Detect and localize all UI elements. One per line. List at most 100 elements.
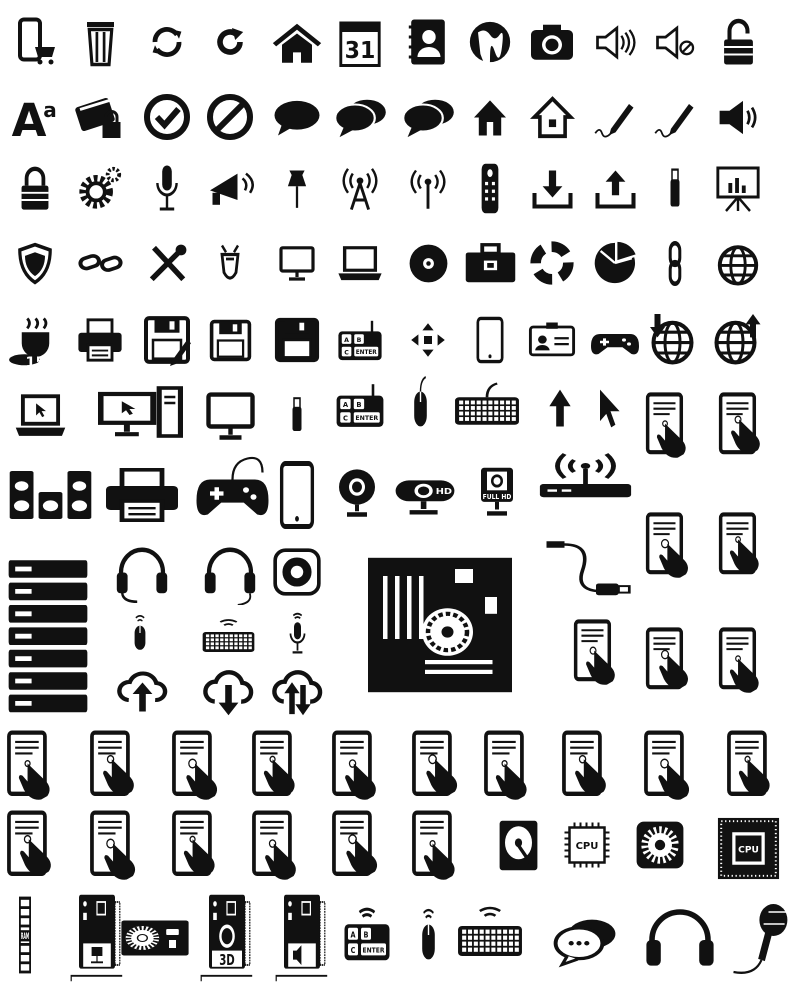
speakers-icon xyxy=(8,465,93,525)
calendar-icon: 31 xyxy=(336,17,384,67)
mouse-icon xyxy=(403,373,438,431)
trash-icon xyxy=(78,17,123,67)
label-key_c: C xyxy=(343,415,348,423)
label-key_b: B xyxy=(364,930,369,940)
block-icon xyxy=(205,92,255,142)
label-key_c: C xyxy=(344,349,349,356)
touch-gestures-icon xyxy=(249,809,311,881)
touch-gestures-icon xyxy=(249,729,311,801)
cloud-download-icon xyxy=(201,663,256,718)
antenna-tower-icon xyxy=(336,164,384,212)
label-font_small: a xyxy=(43,98,57,122)
speech-bubbles-icon xyxy=(333,93,388,141)
tablet-icon xyxy=(471,316,509,364)
graphics-card-icon: 3D xyxy=(200,893,260,983)
webcam-icon xyxy=(332,465,382,520)
label-key_enter: ENTER xyxy=(356,350,378,356)
printer-icon xyxy=(76,316,124,364)
megaphone-icon xyxy=(205,164,255,212)
label-coffee_number: 15 xyxy=(25,354,45,367)
floppy-icon xyxy=(208,318,253,363)
label-key_enter: ENTER xyxy=(355,415,378,422)
touch-gestures-icon xyxy=(716,626,774,694)
id-card-icon xyxy=(528,318,576,363)
touch-gestures-icon xyxy=(643,626,701,694)
label-cpu: CPU xyxy=(738,845,759,855)
cloud-upload-icon xyxy=(115,665,170,715)
touch-gestures-icon xyxy=(329,729,391,801)
touch-gestures-icon xyxy=(559,729,621,801)
tablet-large-icon xyxy=(273,460,321,530)
loudspeaker-icon xyxy=(271,546,323,598)
globe-download-icon xyxy=(650,314,700,366)
laptop-icon xyxy=(336,241,384,286)
shield-icon xyxy=(15,241,55,286)
touch-tap-icon xyxy=(643,391,701,459)
headphones-icon xyxy=(200,540,260,605)
keyboard-wireless-icon xyxy=(201,618,256,658)
pie-chart-icon xyxy=(591,239,639,287)
label-webcam_hd: HD xyxy=(436,488,452,497)
toolbox-icon xyxy=(463,239,518,287)
lock-icon xyxy=(14,164,56,212)
volume-icon xyxy=(593,20,638,65)
microphone-large-icon xyxy=(730,900,800,980)
cpu-chip-icon: CPU xyxy=(716,816,781,881)
ram-icon: RAM xyxy=(10,895,40,975)
touch-gestures-icon xyxy=(481,729,543,801)
pen-icon xyxy=(653,95,698,140)
chat-icon xyxy=(553,913,618,968)
power-supply-icon xyxy=(120,913,190,963)
gamepad-icon xyxy=(590,320,640,360)
refresh-icon xyxy=(210,22,250,62)
lifebuoy-icon xyxy=(528,239,576,287)
label-key_enter: ENTER xyxy=(363,946,385,955)
house-outline-icon xyxy=(529,93,575,141)
touch-gestures-icon xyxy=(716,511,774,579)
monitor-pc-icon xyxy=(203,388,258,443)
touch-gestures-icon xyxy=(571,618,629,686)
cpu-icon: CPU xyxy=(562,820,612,870)
keyboard-icon xyxy=(453,378,521,433)
globe-icon xyxy=(466,18,514,66)
usb-drive-icon xyxy=(660,166,690,211)
laptop-cursor-icon xyxy=(13,388,68,443)
headset-icon xyxy=(112,540,172,605)
dpad-icon xyxy=(408,320,448,360)
motherboard-icon xyxy=(365,555,515,695)
gears-icon xyxy=(76,164,124,212)
bug-icon xyxy=(210,241,250,286)
label-webcam_full_hd: FULL HD xyxy=(483,493,512,500)
label-cpu: CPU xyxy=(576,841,599,852)
microphone-wireless-icon xyxy=(280,611,315,656)
touch-gestures-icon xyxy=(409,809,471,881)
webcam-hd-icon: HD xyxy=(390,465,460,520)
router-icon xyxy=(538,448,633,508)
pin-icon xyxy=(278,166,316,211)
usb-cable-icon xyxy=(542,538,632,603)
touch-gestures-icon xyxy=(329,809,391,881)
server-rack-icon xyxy=(7,557,89,717)
label-key_a: A xyxy=(343,401,349,409)
sound-card-icon xyxy=(275,893,335,983)
pen-sign-icon xyxy=(593,95,638,140)
touch-gestures-icon xyxy=(169,729,231,801)
keyboard-icon xyxy=(456,905,524,965)
arrow-up-icon xyxy=(541,386,579,431)
printer-large-icon xyxy=(102,465,182,525)
tools-icon xyxy=(145,241,190,286)
contacts-icon xyxy=(404,17,452,67)
label-key_a: A xyxy=(344,337,349,344)
webcam-full-hd-icon: FULL HD xyxy=(472,465,522,520)
touch-gestures-icon xyxy=(4,809,66,881)
touch-gestures-icon xyxy=(87,809,149,881)
touch-gestures-icon xyxy=(169,809,231,881)
headphones-large-icon xyxy=(640,900,720,980)
label-key_a: A xyxy=(350,930,355,940)
unlock-icon xyxy=(716,17,761,67)
home-icon xyxy=(272,20,322,65)
